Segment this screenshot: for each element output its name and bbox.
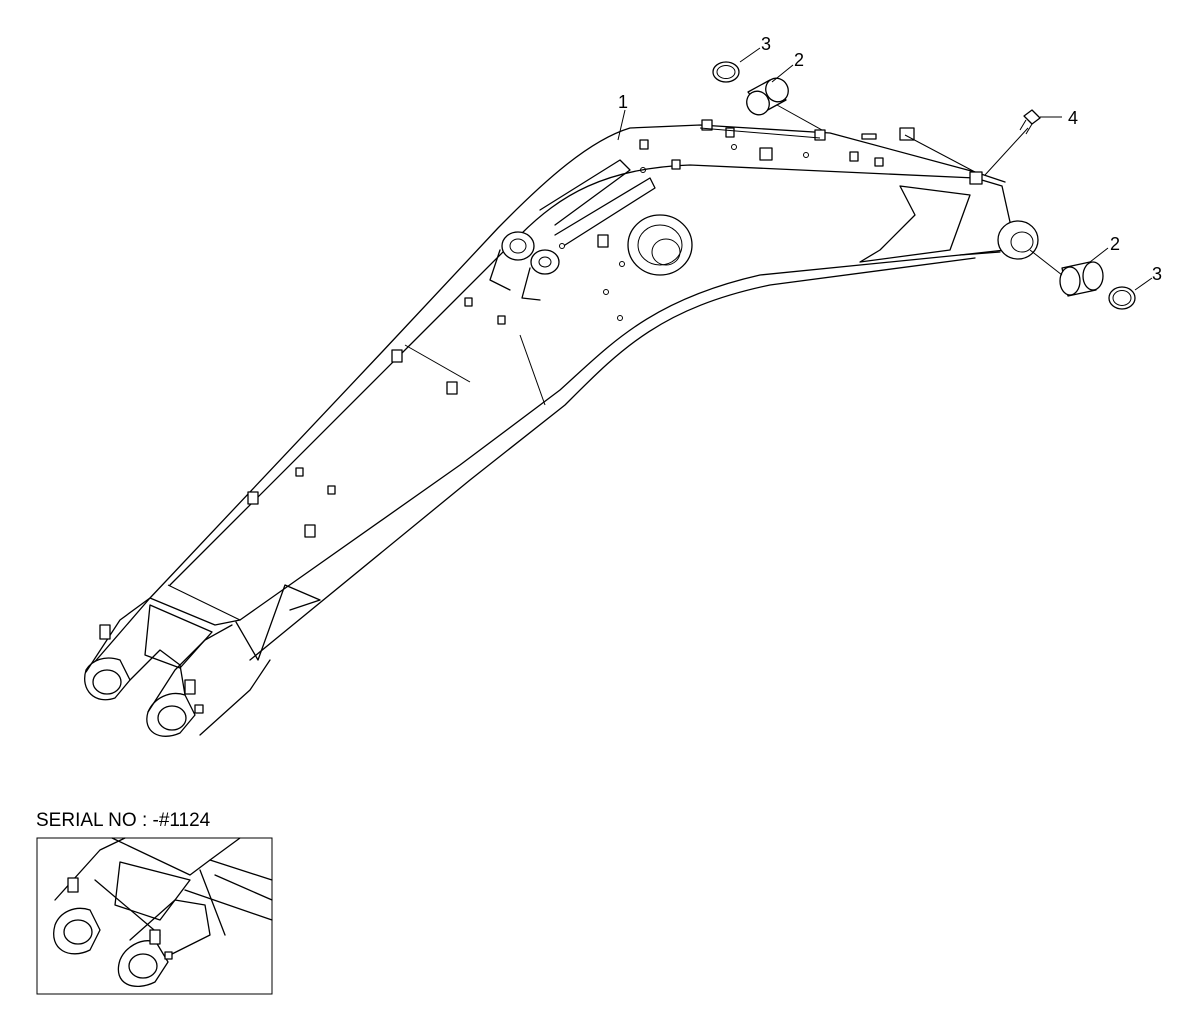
callout-1: 1 <box>618 92 628 112</box>
leader-lines <box>617 47 1153 291</box>
part-3-right-ring <box>1108 286 1136 310</box>
callout-numbers: 1 2 3 4 2 3 <box>618 34 1162 284</box>
inset-frame <box>36 837 273 995</box>
boom-body <box>84 119 1039 737</box>
callout-3-top: 3 <box>761 34 771 54</box>
callout-4: 4 <box>1068 108 1078 128</box>
part-2-top-bushing <box>746 77 789 116</box>
part-2-right-bushing <box>1059 261 1104 297</box>
callout-3-right: 3 <box>1152 264 1162 284</box>
serial-number-label: SERIAL NO : -#1124 <box>36 810 211 831</box>
callout-2-right: 2 <box>1110 234 1120 254</box>
callout-2-top: 2 <box>794 50 804 70</box>
pipe-clamps <box>99 119 983 714</box>
part-3-top-ring <box>712 61 740 83</box>
part-4-grease-fitting <box>1019 109 1041 135</box>
serial-inset: SERIAL NO : -#1124 <box>36 810 273 995</box>
inset-fork-detail <box>53 837 273 987</box>
